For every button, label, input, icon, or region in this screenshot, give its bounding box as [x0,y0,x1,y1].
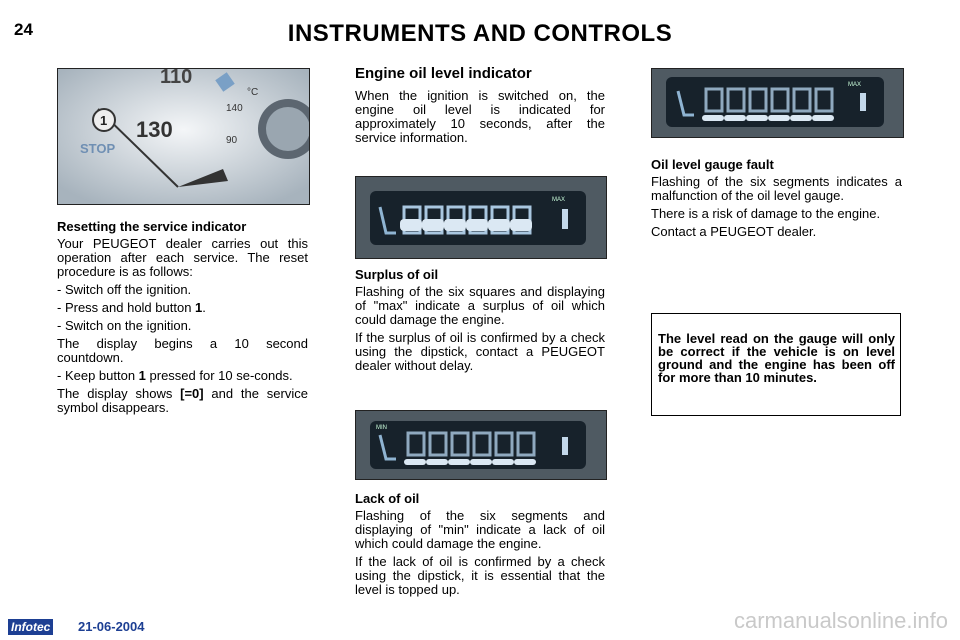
step-keep-button: - Keep button 1 pressed for 10 se-conds. [57,368,293,383]
dial-speed-top: 110 [160,69,192,88]
dial-stop-label: STOP [80,141,115,156]
column-oil-surplus: Surplus of oil Flashing of the six squar… [355,268,605,377]
countdown-text: The display begins a 10 second countdown… [57,336,308,365]
page-title: INSTRUMENTS AND CONTROLS [287,20,673,47]
dial-temp-unit: °C [247,87,258,98]
service-reset-intro: Your PEUGEOT dealer carries out this ope… [57,236,308,279]
heading-fault: Oil level gauge fault [651,157,774,172]
fault-text-2: There is a risk of damage to the engine. [651,206,881,221]
dial-tick-90: 90 [226,135,238,146]
step-ignition-off: - Switch off the ignition. [57,282,192,297]
dial-tick-140: 140 [226,103,243,114]
lack-text-2: If the lack of oil is confirmed by a che… [355,554,605,597]
gauge-lack-image: MIN [355,410,607,480]
instrument-dial-image: 1 110 130 140 90 °C STOP [57,68,310,205]
page-number: 24 [14,20,33,39]
gauge-max-label: MAX [552,197,565,203]
column-service-reset: Resetting the service indicator Your PEU… [57,220,308,419]
gauge-min-label: MIN [376,425,387,431]
step-ignition-on: - Switch on the ignition. [57,318,192,333]
gauge-fault-image: MAX [651,68,904,138]
watermark: carmanualsonline.info [733,608,948,633]
oil-level-intro: When the ignition is switched on, the en… [355,88,605,145]
heading-service-reset: Resetting the service indicator [57,219,247,234]
surplus-text: Flashing of the six squares and displayi… [355,284,605,327]
gauge-max-label-fault: MAX [848,82,861,88]
dial-button-number: 1 [100,113,107,128]
gauge-surplus-image: MAX [355,176,607,259]
column-oil-lack: Lack of oil Flashing of the six segments… [355,492,605,601]
dial-speed-big: 130 [136,117,173,142]
column-gauge-fault: Oil level gauge fault Flashing of the si… [651,158,902,243]
lack-text: Flashing of the six segments and display… [355,508,605,551]
heading-oil-level: Engine oil level indicator [355,65,532,82]
step-press-button: - Press and hold button 1. [57,300,206,315]
footer-date: 21-06-2004 [78,619,145,634]
fault-text: Flashing of the six segments indicates a… [651,174,902,203]
surplus-text-2: If the surplus of oil is confirmed by a … [355,330,605,373]
heading-lack: Lack of oil [355,491,420,506]
heading-surplus: Surplus of oil [355,267,439,282]
column-oil-indicator: Engine oil level indicator When the igni… [355,65,605,149]
note-box: The level read on the gauge will only be… [651,313,901,416]
infotec-badge: Infotec [8,619,54,635]
display-shows-text: The display shows [=0] and the service s… [57,386,308,415]
fault-text-3: Contact a PEUGEOT dealer. [651,224,817,239]
